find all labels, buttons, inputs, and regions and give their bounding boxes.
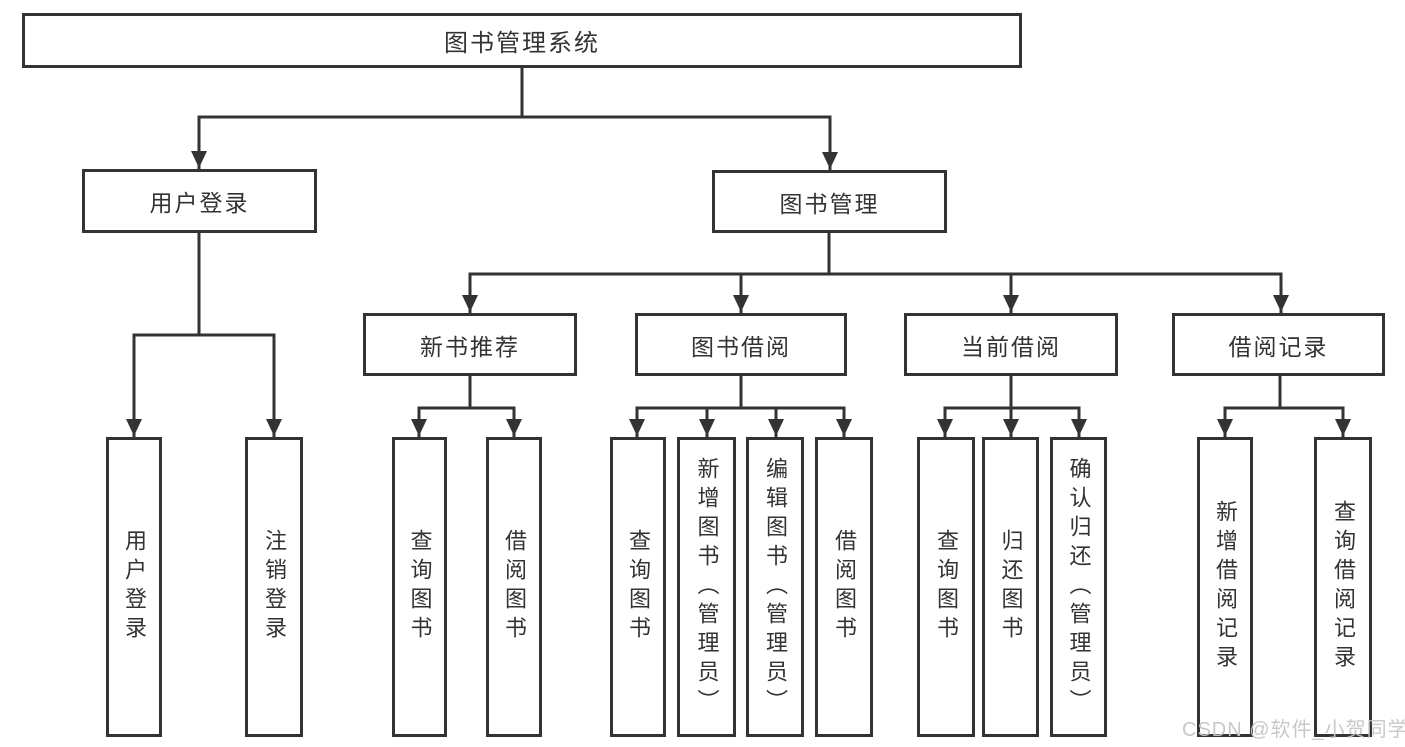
node-label: 图书管理系统 (444, 30, 600, 57)
leaf-borrow-book: 借阅图书 (815, 437, 873, 737)
leaf-logout: 注销登录 (245, 437, 303, 737)
node-label: 新增借阅记录 (1213, 500, 1238, 674)
node-new-book-recommend: 新书推荐 (363, 313, 577, 376)
csdn-watermark: CSDN @软件_小贺同学 (1182, 719, 1405, 741)
node-borrow-records: 借阅记录 (1172, 313, 1385, 376)
node-label: 借阅图书 (832, 529, 857, 645)
leaf-return-book: 归还图书 (982, 437, 1039, 737)
node-label: 新增图书（管理员） (694, 456, 720, 718)
node-label: 查询图书 (934, 529, 959, 645)
node-label: 注销登录 (262, 529, 287, 645)
node-label: 归还图书 (998, 529, 1024, 645)
node-label: 图书管理 (779, 190, 880, 217)
node-label: 查询图书 (407, 529, 433, 645)
leaf-query-book-recommend: 查询图书 (392, 437, 447, 737)
node-label: 新书推荐 (420, 333, 520, 360)
leaf-add-book-admin: 新增图书（管理员） (677, 437, 736, 737)
node-label: 借阅图书 (502, 529, 527, 645)
leaf-borrow-book-recommend: 借阅图书 (486, 437, 542, 737)
leaf-query-book-current: 查询图书 (917, 437, 975, 737)
leaf-confirm-return-admin: 确认归还（管理员） (1050, 437, 1107, 737)
node-label: 查询图书 (626, 529, 651, 645)
node-book-management: 图书管理 (712, 170, 947, 233)
node-label: 查询借阅记录 (1331, 500, 1356, 674)
node-label: 借阅记录 (1228, 333, 1329, 360)
node-label: 编辑图书（管理员） (763, 456, 788, 718)
node-label: 用户登录 (149, 190, 250, 216)
node-label: 确认归还（管理员） (1066, 456, 1092, 718)
node-label: 当前借阅 (961, 333, 1061, 360)
leaf-add-borrow-record: 新增借阅记录 (1197, 437, 1253, 737)
node-book-borrow: 图书借阅 (635, 313, 847, 376)
leaf-user-login: 用户登录 (106, 437, 162, 737)
node-library-system: 图书管理系统 (22, 13, 1022, 68)
node-current-borrow: 当前借阅 (904, 313, 1118, 376)
node-label: 用户登录 (122, 529, 147, 645)
node-label: 图书借阅 (691, 333, 791, 360)
node-user-login: 用户登录 (82, 169, 317, 233)
leaf-edit-book-admin: 编辑图书（管理员） (746, 437, 804, 737)
leaf-query-borrow-record: 查询借阅记录 (1314, 437, 1372, 737)
leaf-query-book-borrow: 查询图书 (610, 437, 666, 737)
